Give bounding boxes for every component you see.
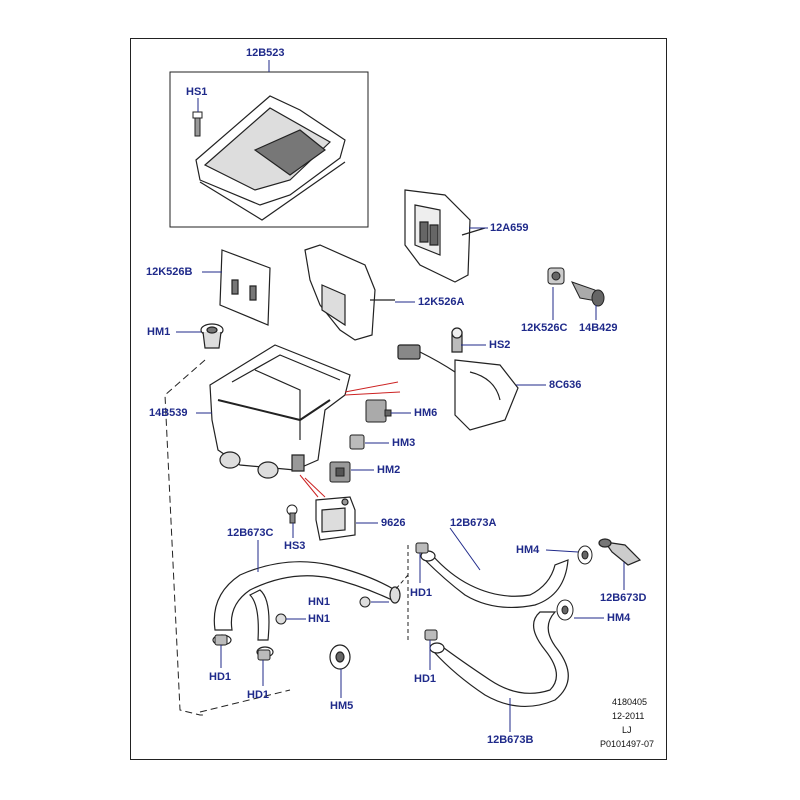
part-box-14b539 (210, 345, 350, 478)
callout-hm5: HM5 (330, 700, 354, 712)
callout-hm1: HM1 (147, 326, 171, 338)
callout-hd1-left2: HD1 (247, 689, 270, 701)
outer-frame (130, 38, 667, 760)
part-connector-8c636 (398, 328, 518, 430)
part-screw-hs3 (287, 505, 297, 523)
part-grommet-hm4a (578, 546, 592, 564)
callout-12a659: 12A659 (490, 222, 529, 234)
part-hose-12b673d (599, 539, 640, 565)
callout-hm4-lower: HM4 (607, 612, 631, 624)
callout-9626: 9626 (381, 517, 406, 529)
callout-hn1-upper: HN1 (308, 596, 331, 608)
callout-hd1-lower: HD1 (414, 673, 437, 685)
callout-hn1-lower: HN1 (308, 613, 331, 625)
part-sensor-12k526c (548, 268, 564, 284)
part-plate-12k526b (220, 250, 270, 325)
callout-hm6: HM6 (414, 407, 438, 419)
callout-hm2: HM2 (377, 464, 401, 476)
part-bracket-12k526a (305, 245, 395, 340)
part-clips-hd1 (215, 543, 437, 660)
part-hm3 (350, 435, 364, 449)
footer-date: 12-2011 (612, 711, 645, 721)
callout-12b673c: 12B673C (227, 527, 274, 539)
callout-12b523: 12B523 (246, 47, 285, 59)
dashed-leaders (394, 545, 409, 640)
part-sensor-14b429 (572, 282, 604, 306)
callout-8c636: 8C636 (549, 379, 582, 391)
part-cover-12b523 (196, 96, 345, 220)
callout-hs2: HS2 (489, 339, 511, 351)
part-hose-12b673a (421, 551, 568, 607)
part-hm2 (330, 462, 350, 482)
callout-12k526c: 12K526C (521, 322, 568, 334)
part-hose-12b673c (213, 562, 400, 657)
callout-12b673a: 12B673A (450, 517, 497, 529)
part-grommet-hm1 (201, 324, 223, 348)
callout-hm4-upper: HM4 (516, 544, 540, 556)
callout-12k526b: 12K526B (146, 266, 193, 278)
part-bracket-12a659 (405, 190, 485, 282)
callout-hd1-left: HD1 (209, 671, 232, 683)
footer-code: LJ (622, 725, 632, 735)
callout-12b673b: 12B673B (487, 734, 534, 746)
callout-14b539: 14B539 (149, 407, 188, 419)
callout-hs3: HS3 (284, 540, 306, 552)
part-bracket-9626 (316, 497, 355, 540)
part-screw-hs1 (193, 112, 202, 136)
callout-hs1: HS1 (186, 86, 208, 98)
part-nuts-hn1 (276, 597, 370, 624)
callout-14b429: 14B429 (579, 322, 618, 334)
callout-12b673d: 12B673D (600, 592, 647, 604)
callout-hm3: HM3 (392, 437, 416, 449)
callout-hd1-middle: HD1 (410, 587, 433, 599)
callout-12k526a: 12K526A (418, 296, 465, 308)
footer-part-ref: P0101497-07 (600, 739, 655, 749)
callout-leaders (176, 60, 625, 732)
dashed-outline (164, 359, 291, 716)
part-hose-12b673b (430, 612, 568, 706)
highlight-leaders (299, 381, 401, 498)
footer-ref-number: 4180405 (612, 697, 648, 707)
part-grommet-hm5 (330, 645, 350, 669)
part-grommet-hm4b (557, 600, 573, 620)
part-relay-hm6 (366, 400, 391, 422)
